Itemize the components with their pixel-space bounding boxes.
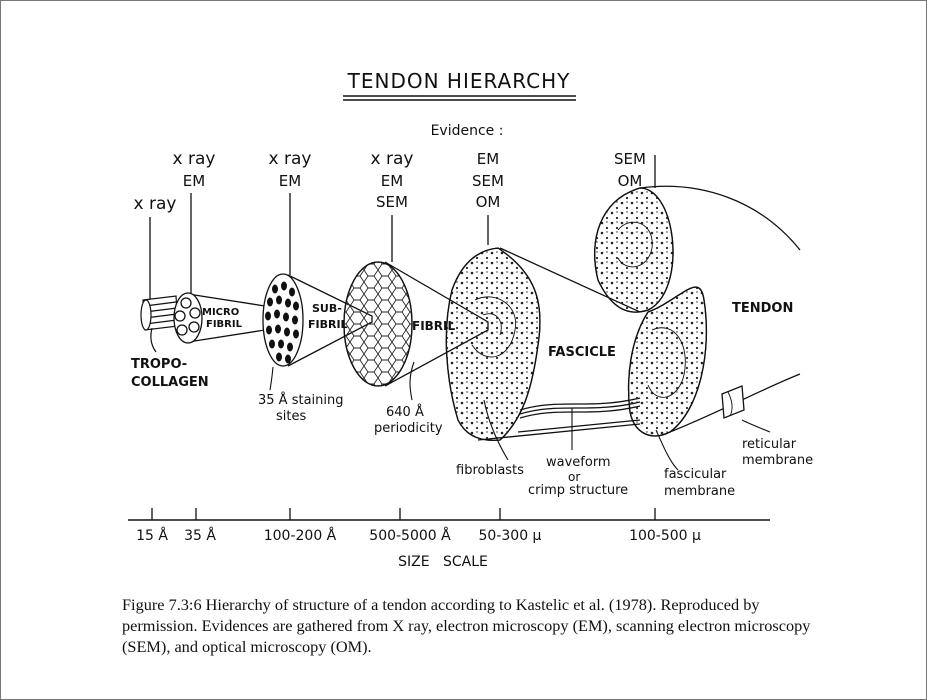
evidence-microfibril: x ray — [173, 149, 216, 169]
microfibril-structure — [174, 293, 265, 343]
figure-caption: Figure 7.3:6 Hierarchy of structure of a… — [122, 594, 822, 657]
evidence-tendon: SEM — [614, 150, 646, 168]
tendon-label: TENDON — [732, 301, 793, 316]
evidence-tropocollagen: x ray — [134, 194, 177, 214]
staining-sites-label: sites — [276, 409, 306, 424]
evidence-fascicle: OM — [476, 193, 501, 211]
periodicity-label: 640 Å — [386, 404, 424, 420]
tropocollagen-bundle — [141, 296, 178, 330]
waveform-label: crimp structure — [528, 483, 628, 498]
periodicity-label: periodicity — [374, 421, 443, 436]
evidence-microfibril: EM — [183, 172, 205, 190]
size-scale-title: SIZE SCALE — [398, 554, 488, 570]
evidence-subfibril: EM — [279, 172, 301, 190]
fascicle-label: FASCICLE — [548, 345, 616, 360]
fascicular-membrane-label: membrane — [664, 484, 735, 499]
staining-sites-label: 35 Å staining — [258, 392, 344, 408]
scale-tick-label: 100-500 µ — [629, 528, 701, 544]
reticular-leader — [742, 420, 770, 432]
waveform-label: or — [568, 470, 580, 484]
staining-leader — [270, 367, 273, 390]
scale-tick-label: 50-300 µ — [479, 528, 542, 544]
fascicular-membrane-label: fascicular — [664, 467, 727, 482]
subfibril-label: FIBRIL — [308, 318, 348, 331]
diagram-title: TENDON HIERARCHY — [347, 69, 571, 93]
tropocollagen-label: TROPO- — [131, 357, 187, 372]
tropocollagen-arrow — [151, 328, 156, 352]
tropocollagen-label: COLLAGEN — [131, 375, 209, 390]
reticular-membrane-label: reticular — [742, 437, 797, 452]
evidence-fibril: x ray — [371, 149, 414, 169]
evidence-fibril: SEM — [376, 193, 408, 211]
evidence-label: Evidence : — [431, 123, 504, 139]
size-scale-ticks — [152, 508, 655, 520]
scale-tick-label: 100-200 Å — [264, 527, 337, 544]
fibroblasts-label: fibroblasts — [456, 463, 524, 478]
evidence-tendon: OM — [618, 172, 643, 190]
waveform-label: waveform — [546, 455, 611, 470]
reticular-membrane-label: membrane — [742, 453, 813, 468]
microfibril-label: FIBRIL — [206, 319, 243, 330]
scale-tick-label: 35 Å — [184, 527, 216, 544]
scale-tick-label: 15 Å — [136, 527, 168, 544]
microfibril-label: MICRO — [202, 307, 239, 318]
evidence-fascicle: EM — [477, 150, 499, 168]
subfibril-label: SUB- — [312, 302, 342, 315]
evidence-fibril: EM — [381, 172, 403, 190]
scale-tick-label: 500-5000 Å — [369, 527, 451, 544]
evidence-subfibril: x ray — [269, 149, 312, 169]
evidence-fascicle: SEM — [472, 172, 504, 190]
